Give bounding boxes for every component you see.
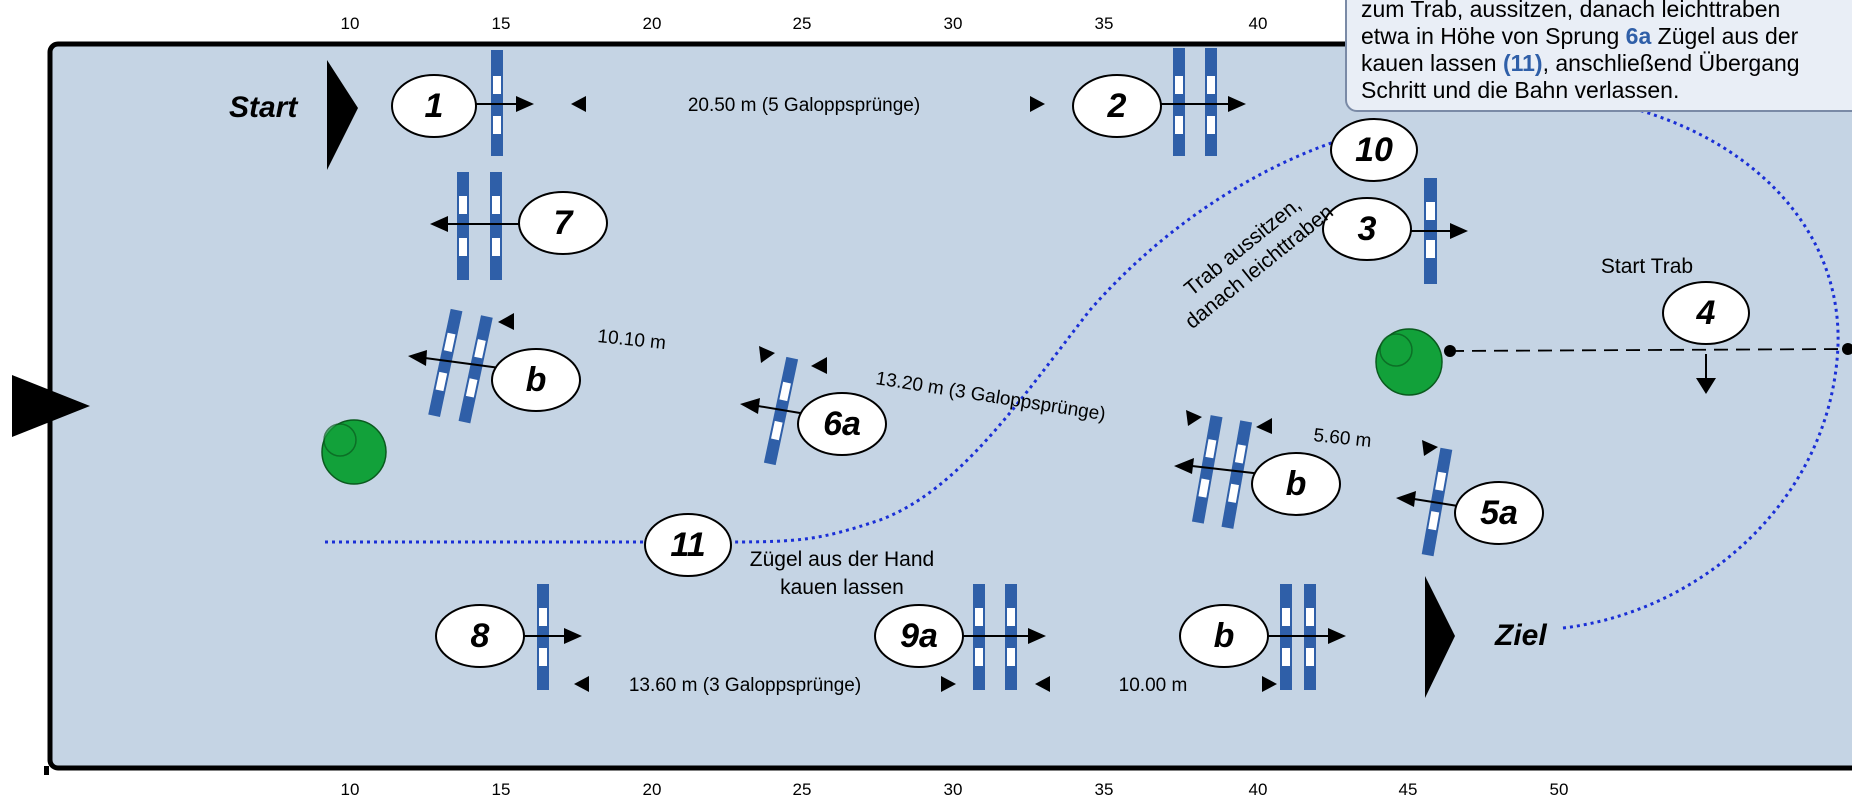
obstacle-number: 11 bbox=[670, 526, 705, 564]
distance-1-2: 20.50 m (5 Galoppsprünge) bbox=[571, 95, 1045, 116]
tick-label: 50 bbox=[1550, 780, 1569, 798]
tick-label: 20 bbox=[643, 780, 662, 798]
instruction-box: zum Trab, aussitzen, danach leichttraben… bbox=[1345, 0, 1852, 112]
obstacle-6a: 6a bbox=[740, 356, 887, 466]
obstacle-4: 4 bbox=[1662, 281, 1750, 345]
obstacle-b-lower: b bbox=[1179, 584, 1346, 690]
route-finish-curve bbox=[1559, 93, 1840, 630]
trot-start-line bbox=[1449, 348, 1849, 352]
obstacle-9a: 9a bbox=[874, 584, 1046, 690]
obstacle-number: 7 bbox=[554, 204, 575, 242]
instruction-text: etwa in Höhe von Sprung bbox=[1361, 23, 1626, 49]
obstacle-number: 10 bbox=[1355, 131, 1393, 169]
obstacle-number: 9a bbox=[900, 617, 938, 655]
ruler-bottom: 10 15 20 25 30 35 40 45 50 bbox=[341, 780, 1569, 798]
instruction-text: , anschließend Übergang bbox=[1542, 50, 1800, 76]
instruction-line: etwa in Höhe von Sprung 6a Zügel aus der bbox=[1361, 23, 1852, 50]
obstacle-5a: 5a bbox=[1396, 447, 1544, 557]
obstacle-2: 2 bbox=[1072, 48, 1246, 156]
instruction-text: kauen lassen bbox=[1361, 50, 1503, 76]
distance-label: 20.50 m (5 Galoppsprünge) bbox=[688, 95, 920, 116]
tick-label: 30 bbox=[944, 14, 963, 33]
obstacle-10: 10 bbox=[1330, 118, 1418, 182]
arena-area bbox=[47, 41, 1852, 771]
tree-icon bbox=[321, 419, 387, 485]
distance-label: 13.60 m (3 Galoppsprünge) bbox=[629, 675, 861, 696]
tick-label: 35 bbox=[1095, 14, 1114, 33]
tick-label: 10 bbox=[341, 14, 360, 33]
tick-label: 45 bbox=[1399, 780, 1418, 798]
tick-label: 30 bbox=[944, 780, 963, 798]
start-flag bbox=[327, 60, 358, 170]
reins-note-line1: Zügel aus der Hand bbox=[750, 548, 934, 571]
tick-label: 40 bbox=[1249, 780, 1268, 798]
distance-8-9a: 13.60 m (3 Galoppsprünge) bbox=[574, 675, 956, 696]
obstacle-number: 6a bbox=[823, 405, 861, 443]
instruction-highlight: 6a bbox=[1625, 23, 1652, 49]
obstacle-number: b bbox=[1286, 465, 1307, 503]
tick-label: 15 bbox=[492, 14, 511, 33]
distance-9a-b: 10.00 m bbox=[1035, 675, 1277, 696]
instruction-line: Schritt und die Bahn verlassen. bbox=[1361, 77, 1680, 103]
obstacle-number: 2 bbox=[1107, 87, 1127, 125]
corner-mark bbox=[44, 766, 49, 775]
obstacle-b-middle: b bbox=[1174, 415, 1341, 529]
instruction-highlight: (11) bbox=[1502, 50, 1543, 76]
tick-label: 25 bbox=[793, 780, 812, 798]
tick-label: 20 bbox=[643, 14, 662, 33]
tree-icon bbox=[1375, 328, 1443, 396]
obstacle-7: 7 bbox=[430, 172, 608, 280]
arrowhead bbox=[1696, 378, 1716, 394]
obstacle-1: 1 bbox=[391, 50, 534, 156]
obstacle-b-upper: b bbox=[408, 308, 581, 424]
trot-line-end bbox=[1444, 345, 1456, 357]
obstacle-number: 1 bbox=[425, 87, 444, 125]
obstacle-11: 11 bbox=[644, 513, 732, 577]
obstacle-8: 8 bbox=[435, 584, 582, 690]
entrance-marker bbox=[12, 375, 90, 437]
obstacle-number: b bbox=[526, 361, 547, 399]
instruction-text: Zügel aus der bbox=[1651, 23, 1799, 49]
obstacle-number: 5a bbox=[1480, 494, 1518, 532]
trot-line-end bbox=[1842, 343, 1852, 355]
obstacle-number: 3 bbox=[1358, 210, 1377, 248]
finish-flag bbox=[1425, 576, 1455, 698]
tick-label: 15 bbox=[492, 780, 511, 798]
obstacle-number: 8 bbox=[471, 617, 490, 655]
tick-label: 10 bbox=[341, 780, 360, 798]
obstacle-3: 3 bbox=[1322, 178, 1468, 284]
distance-label: 10.00 m bbox=[1119, 675, 1188, 696]
finish-label: Ziel bbox=[1494, 619, 1547, 652]
obstacle-number: b bbox=[1214, 617, 1235, 655]
tick-label: 40 bbox=[1249, 14, 1268, 33]
obstacle-number: 4 bbox=[1696, 294, 1716, 332]
instruction-line: zum Trab, aussitzen, danach leichttraben bbox=[1361, 0, 1781, 22]
instruction-line: kauen lassen (11), anschließend Übergang bbox=[1361, 50, 1852, 77]
reins-note-line2: kauen lassen bbox=[780, 576, 904, 599]
start-trot-label: Start Trab bbox=[1601, 255, 1693, 278]
start-label: Start bbox=[229, 91, 299, 124]
tick-label: 25 bbox=[793, 14, 812, 33]
tick-label: 35 bbox=[1095, 780, 1114, 798]
